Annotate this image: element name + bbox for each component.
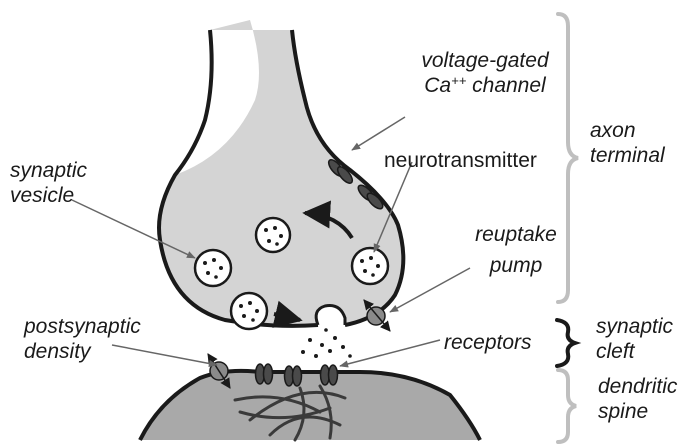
synaptic-vesicle (256, 218, 290, 252)
cleft-brace (557, 320, 575, 366)
axon-terminal-label: axon terminal (590, 118, 665, 168)
synaptic-vesicle-label: synaptic vesicle (10, 158, 87, 208)
ca-text: Ca (424, 74, 451, 97)
cleft-line2: cleft (596, 339, 673, 364)
dendritic-spine-label: dendritic spine (598, 374, 677, 424)
spine-line1: dendritic (598, 374, 677, 399)
fusing-vesicle (316, 306, 345, 326)
neurotransmitter-label: neurotransmitter (384, 148, 537, 173)
receptors-label: receptors (444, 330, 532, 355)
neurotransmitter-molecules (301, 328, 352, 358)
reuptake-line1: reuptake (466, 222, 566, 247)
synaptic-vesicle (231, 293, 267, 329)
postsynaptic-density-label: postsynaptic density (24, 314, 141, 364)
synaptic-vesicle-line2: vesicle (10, 183, 87, 208)
reuptake-line2: pump (466, 253, 566, 278)
ca-channel-line: Ca++ channel (410, 73, 560, 98)
ca-superscript: ++ (451, 73, 466, 88)
reuptake-pump-label: reuptake pump (466, 222, 566, 278)
synaptic-vesicle (352, 248, 388, 284)
axon-line1: axon (590, 118, 665, 143)
spine-line2: spine (598, 399, 677, 424)
synaptic-vesicle (195, 250, 231, 286)
synaptic-cleft-label: synaptic cleft (596, 314, 673, 364)
channel-text: channel (466, 74, 545, 97)
voltage-gated-label: voltage-gated Ca++ channel (410, 48, 560, 98)
axon-line2: terminal (590, 143, 665, 168)
receptor (256, 364, 338, 386)
psd-line1: postsynaptic (24, 314, 141, 339)
synaptic-vesicle-line1: synaptic (10, 158, 87, 183)
psd-line2: density (24, 339, 141, 364)
voltage-gated-line1: voltage-gated (410, 48, 560, 73)
cleft-line1: synaptic (596, 314, 673, 339)
